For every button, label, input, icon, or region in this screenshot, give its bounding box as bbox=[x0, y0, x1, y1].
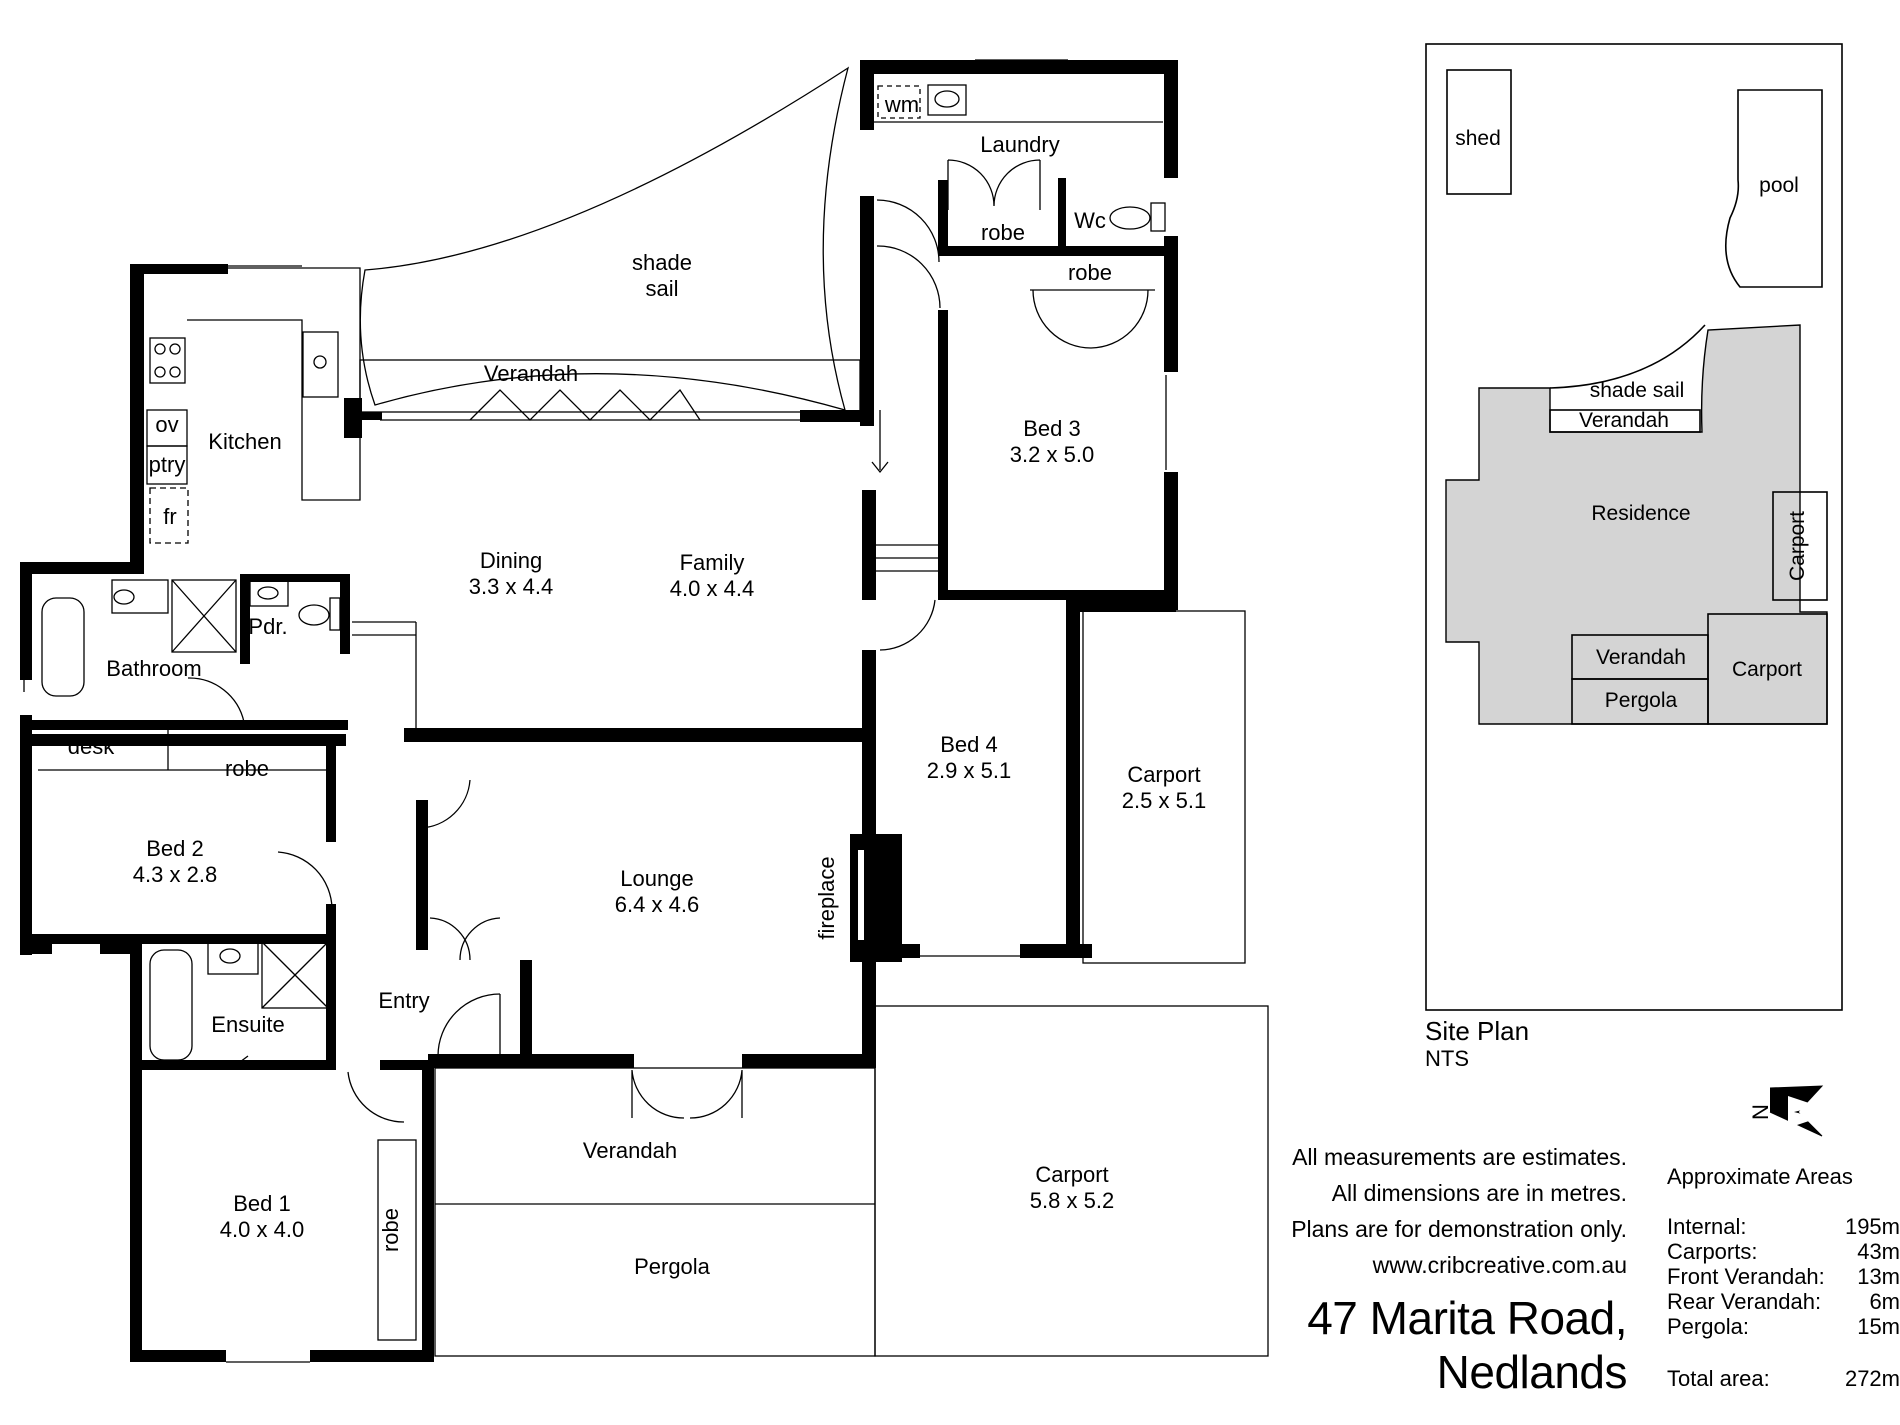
site-pool bbox=[1724, 89, 1823, 288]
room-label-bed3: Bed 3 bbox=[1023, 416, 1081, 441]
site-plan-scale: NTS bbox=[1425, 1046, 1469, 1071]
room-label-shade-sail: shade bbox=[632, 250, 692, 275]
site-boundary bbox=[1425, 43, 1843, 1011]
room-label-pdr: Pdr. bbox=[248, 614, 287, 639]
area-value: 43m bbox=[1857, 1239, 1900, 1264]
room-label-laundry-robe: robe bbox=[981, 220, 1025, 245]
room-size-family: 4.0 x 4.4 bbox=[670, 576, 754, 601]
room-label-fr: fr bbox=[163, 504, 176, 529]
site-residence-label: Residence bbox=[1591, 502, 1690, 525]
north-label: N bbox=[1748, 1104, 1773, 1120]
room-label-lounge: Lounge bbox=[620, 866, 693, 891]
room-label-wc: Wc bbox=[1074, 208, 1106, 233]
room-label-carport-side: Carport bbox=[1127, 762, 1200, 787]
site-shed bbox=[1446, 69, 1512, 195]
room-label-bed1: Bed 1 bbox=[233, 1191, 291, 1216]
area-value: 195m bbox=[1844, 1214, 1900, 1239]
address-line-2: Nedlands bbox=[1436, 1346, 1628, 1398]
room-size-lounge: 6.4 x 4.6 bbox=[615, 892, 699, 917]
room-label-wm: wm bbox=[884, 92, 919, 117]
area-total-value: 272m bbox=[1844, 1366, 1900, 1391]
area-value: 6m bbox=[1869, 1289, 1900, 1314]
room-label-desk: desk bbox=[68, 734, 115, 759]
site-residence bbox=[1445, 324, 1828, 725]
room-size-carport-side: 2.5 x 5.1 bbox=[1122, 788, 1206, 813]
room-label-pergola: Pergola bbox=[634, 1254, 711, 1279]
room-label-carport-front: Carport bbox=[1035, 1162, 1108, 1187]
room-size-bed1: 4.0 x 4.0 bbox=[220, 1217, 304, 1242]
area-total-label: Total area: bbox=[1667, 1366, 1770, 1391]
room-label-entry: Entry bbox=[378, 988, 429, 1013]
area-label: Pergola: bbox=[1667, 1314, 1749, 1339]
room-label-verandah-front: Verandah bbox=[583, 1138, 677, 1163]
room-label-bed3-robe: robe bbox=[1068, 260, 1112, 285]
areas-heading: Approximate Areas bbox=[1667, 1164, 1853, 1189]
room-label-fireplace: fireplace bbox=[814, 856, 839, 939]
area-label: Carports: bbox=[1667, 1239, 1758, 1264]
fireplace-hearth bbox=[858, 850, 864, 940]
room-label-shade-sail: sail bbox=[645, 276, 678, 301]
room-label-bed1-robe: robe bbox=[378, 1208, 403, 1252]
site-pergola-label: Pergola bbox=[1605, 689, 1678, 712]
room-label-ensuite: Ensuite bbox=[211, 1012, 284, 1037]
note-website-link[interactable]: www.cribcreative.com.au bbox=[1372, 1252, 1627, 1278]
room-size-carport-front: 5.8 x 5.2 bbox=[1030, 1188, 1114, 1213]
area-value: 15m bbox=[1857, 1314, 1900, 1339]
site-carport-side-label: Carport bbox=[1786, 511, 1809, 581]
room-label-bathroom: Bathroom bbox=[106, 656, 201, 681]
area-label: Front Verandah: bbox=[1667, 1264, 1825, 1289]
room-size-dining: 3.3 x 4.4 bbox=[469, 574, 553, 599]
room-label-kitchen: Kitchen bbox=[208, 429, 281, 454]
site-verandah-front-label: Verandah bbox=[1596, 646, 1686, 669]
area-label: Internal: bbox=[1667, 1214, 1747, 1239]
site-labels: shed pool shade sail Verandah Residence … bbox=[1455, 127, 1809, 712]
area-label: Rear Verandah: bbox=[1667, 1289, 1822, 1314]
site-carport-front-label: Carport bbox=[1732, 658, 1802, 681]
note-2: All dimensions are in metres. bbox=[1331, 1180, 1627, 1206]
room-label-ptry: ptry bbox=[149, 452, 186, 477]
room-label-laundry: Laundry bbox=[980, 132, 1060, 157]
room-label-bed4: Bed 4 bbox=[940, 732, 998, 757]
walls bbox=[20, 60, 1178, 1362]
note-3: Plans are for demonstration only. bbox=[1291, 1216, 1627, 1242]
room-label-bed2-robe: robe bbox=[225, 756, 269, 781]
room-size-bed4: 2.9 x 5.1 bbox=[927, 758, 1011, 783]
address-line-1: 47 Marita Road, bbox=[1307, 1292, 1627, 1344]
room-label-dining: Dining bbox=[480, 548, 542, 573]
room-size-bed2: 4.3 x 2.8 bbox=[133, 862, 217, 887]
note-1: All measurements are estimates. bbox=[1292, 1144, 1627, 1170]
room-label-ov: ov bbox=[155, 412, 178, 437]
room-label-verandah-rear: Verandah bbox=[484, 361, 578, 386]
site-plan bbox=[1425, 43, 1843, 1137]
site-plan-title: Site Plan bbox=[1425, 1016, 1529, 1046]
site-shade-sail-label: shade sail bbox=[1590, 379, 1685, 402]
room-label-bed2: Bed 2 bbox=[146, 836, 204, 861]
site-pool-label: pool bbox=[1759, 174, 1799, 197]
site-shed-label: shed bbox=[1455, 127, 1501, 150]
room-label-family: Family bbox=[680, 550, 745, 575]
room-size-bed3: 3.2 x 5.0 bbox=[1010, 442, 1094, 467]
site-verandah-rear-label: Verandah bbox=[1579, 409, 1669, 432]
area-value: 13m bbox=[1857, 1264, 1900, 1289]
